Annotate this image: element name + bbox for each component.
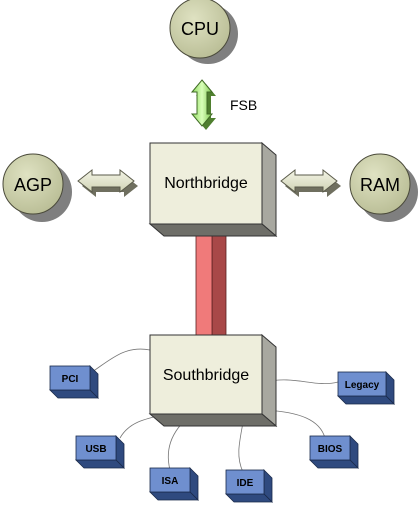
- peripheral-bios: BIOS: [309, 435, 359, 469]
- peripheral-isa: ISA: [149, 467, 199, 501]
- cpu-label: CPU: [181, 19, 219, 39]
- pci-label: PCI: [62, 374, 79, 385]
- hub-link: [195, 221, 227, 337]
- northbridge-label: Northbridge: [164, 175, 248, 192]
- ram-node: RAM: [349, 153, 418, 222]
- legacy-label: Legacy: [345, 380, 380, 391]
- agp-label: AGP: [14, 175, 52, 195]
- southbridge-chip: Southbridge: [148, 333, 278, 428]
- agp-node: AGP: [2, 153, 72, 222]
- northbridge-chip: Northbridge: [148, 141, 278, 238]
- peripheral-legacy: Legacy: [337, 371, 395, 405]
- bios-label: BIOS: [318, 444, 343, 455]
- cpu-node: CPU: [169, 0, 238, 64]
- usb-label: USB: [85, 444, 106, 455]
- connector-pci: [91, 348, 151, 373]
- peripheral-usb: USB: [75, 435, 125, 469]
- ide-label: IDE: [237, 478, 254, 489]
- isa-label: ISA: [162, 476, 179, 487]
- ram-northbridge-arrow: [280, 168, 341, 197]
- peripheral-pci: PCI: [49, 365, 99, 399]
- fsb-label: FSB: [230, 97, 257, 113]
- fsb-arrow: FSB: [190, 79, 257, 130]
- agp-northbridge-arrow: [77, 168, 138, 197]
- southbridge-label: Southbridge: [163, 367, 249, 384]
- ram-label: RAM: [360, 175, 400, 195]
- peripheral-ide: IDE: [225, 469, 273, 503]
